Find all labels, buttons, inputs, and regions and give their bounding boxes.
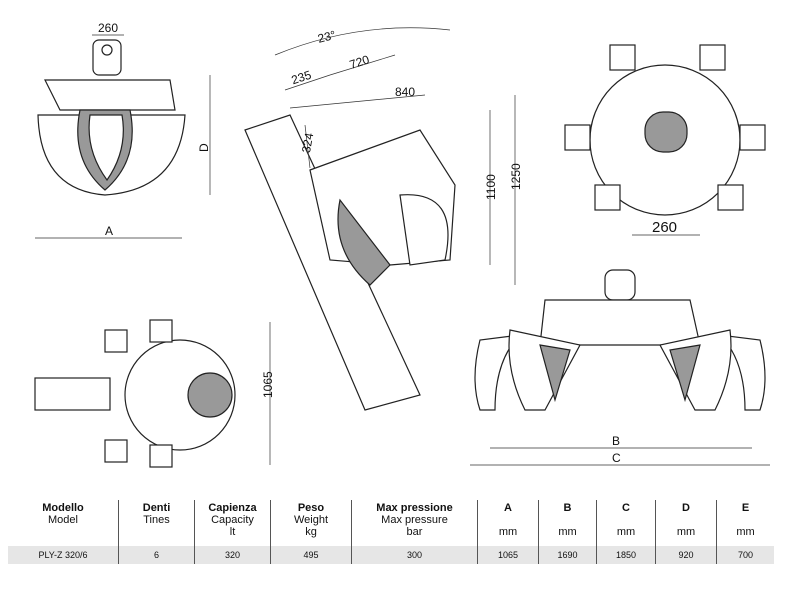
side-view: 23° 235 720 840 324 1100 1250: [244, 27, 523, 411]
front-view: 260 D A: [35, 21, 211, 239]
open-inner-width-label: B: [612, 434, 620, 448]
open-outer-width-label: C: [612, 451, 621, 465]
top-width: 260: [652, 219, 677, 236]
front-height-label: D: [197, 143, 211, 152]
cell-tines: 6: [118, 546, 195, 564]
side-angle: 23°: [316, 28, 337, 46]
bottom-left-height: 1065: [261, 371, 275, 398]
cell-d: 920: [655, 546, 717, 564]
cell-c: 1850: [596, 546, 656, 564]
cell-a: 1065: [477, 546, 539, 564]
top-view: 260: [564, 44, 766, 236]
cell-model: PLY-Z 320/6: [8, 546, 119, 564]
side-dim-840: 840: [395, 85, 415, 99]
side-dim-324: 324: [299, 131, 316, 153]
open-view: B C: [470, 269, 770, 466]
bottom-left-view: 1065: [34, 319, 275, 468]
cell-pressure: 300: [351, 546, 478, 564]
front-width-label: A: [105, 224, 113, 238]
cell-weight: 495: [270, 546, 352, 564]
technical-drawing: 260 D A 23° 235 720 840 324 1100 1250 26…: [34, 21, 770, 468]
side-dim-1100: 1100: [484, 174, 498, 200]
side-dim-1250: 1250: [509, 163, 523, 190]
cell-e: 700: [716, 546, 774, 564]
side-dim-720: 720: [348, 52, 372, 72]
front-top-width: 260: [98, 21, 118, 35]
side-dim-235: 235: [290, 68, 314, 88]
cell-b: 1690: [538, 546, 597, 564]
cell-capacity: 320: [194, 546, 271, 564]
table-row: PLY-Z 320/6 6 320 495 300 1065 1690 1850…: [8, 546, 774, 564]
